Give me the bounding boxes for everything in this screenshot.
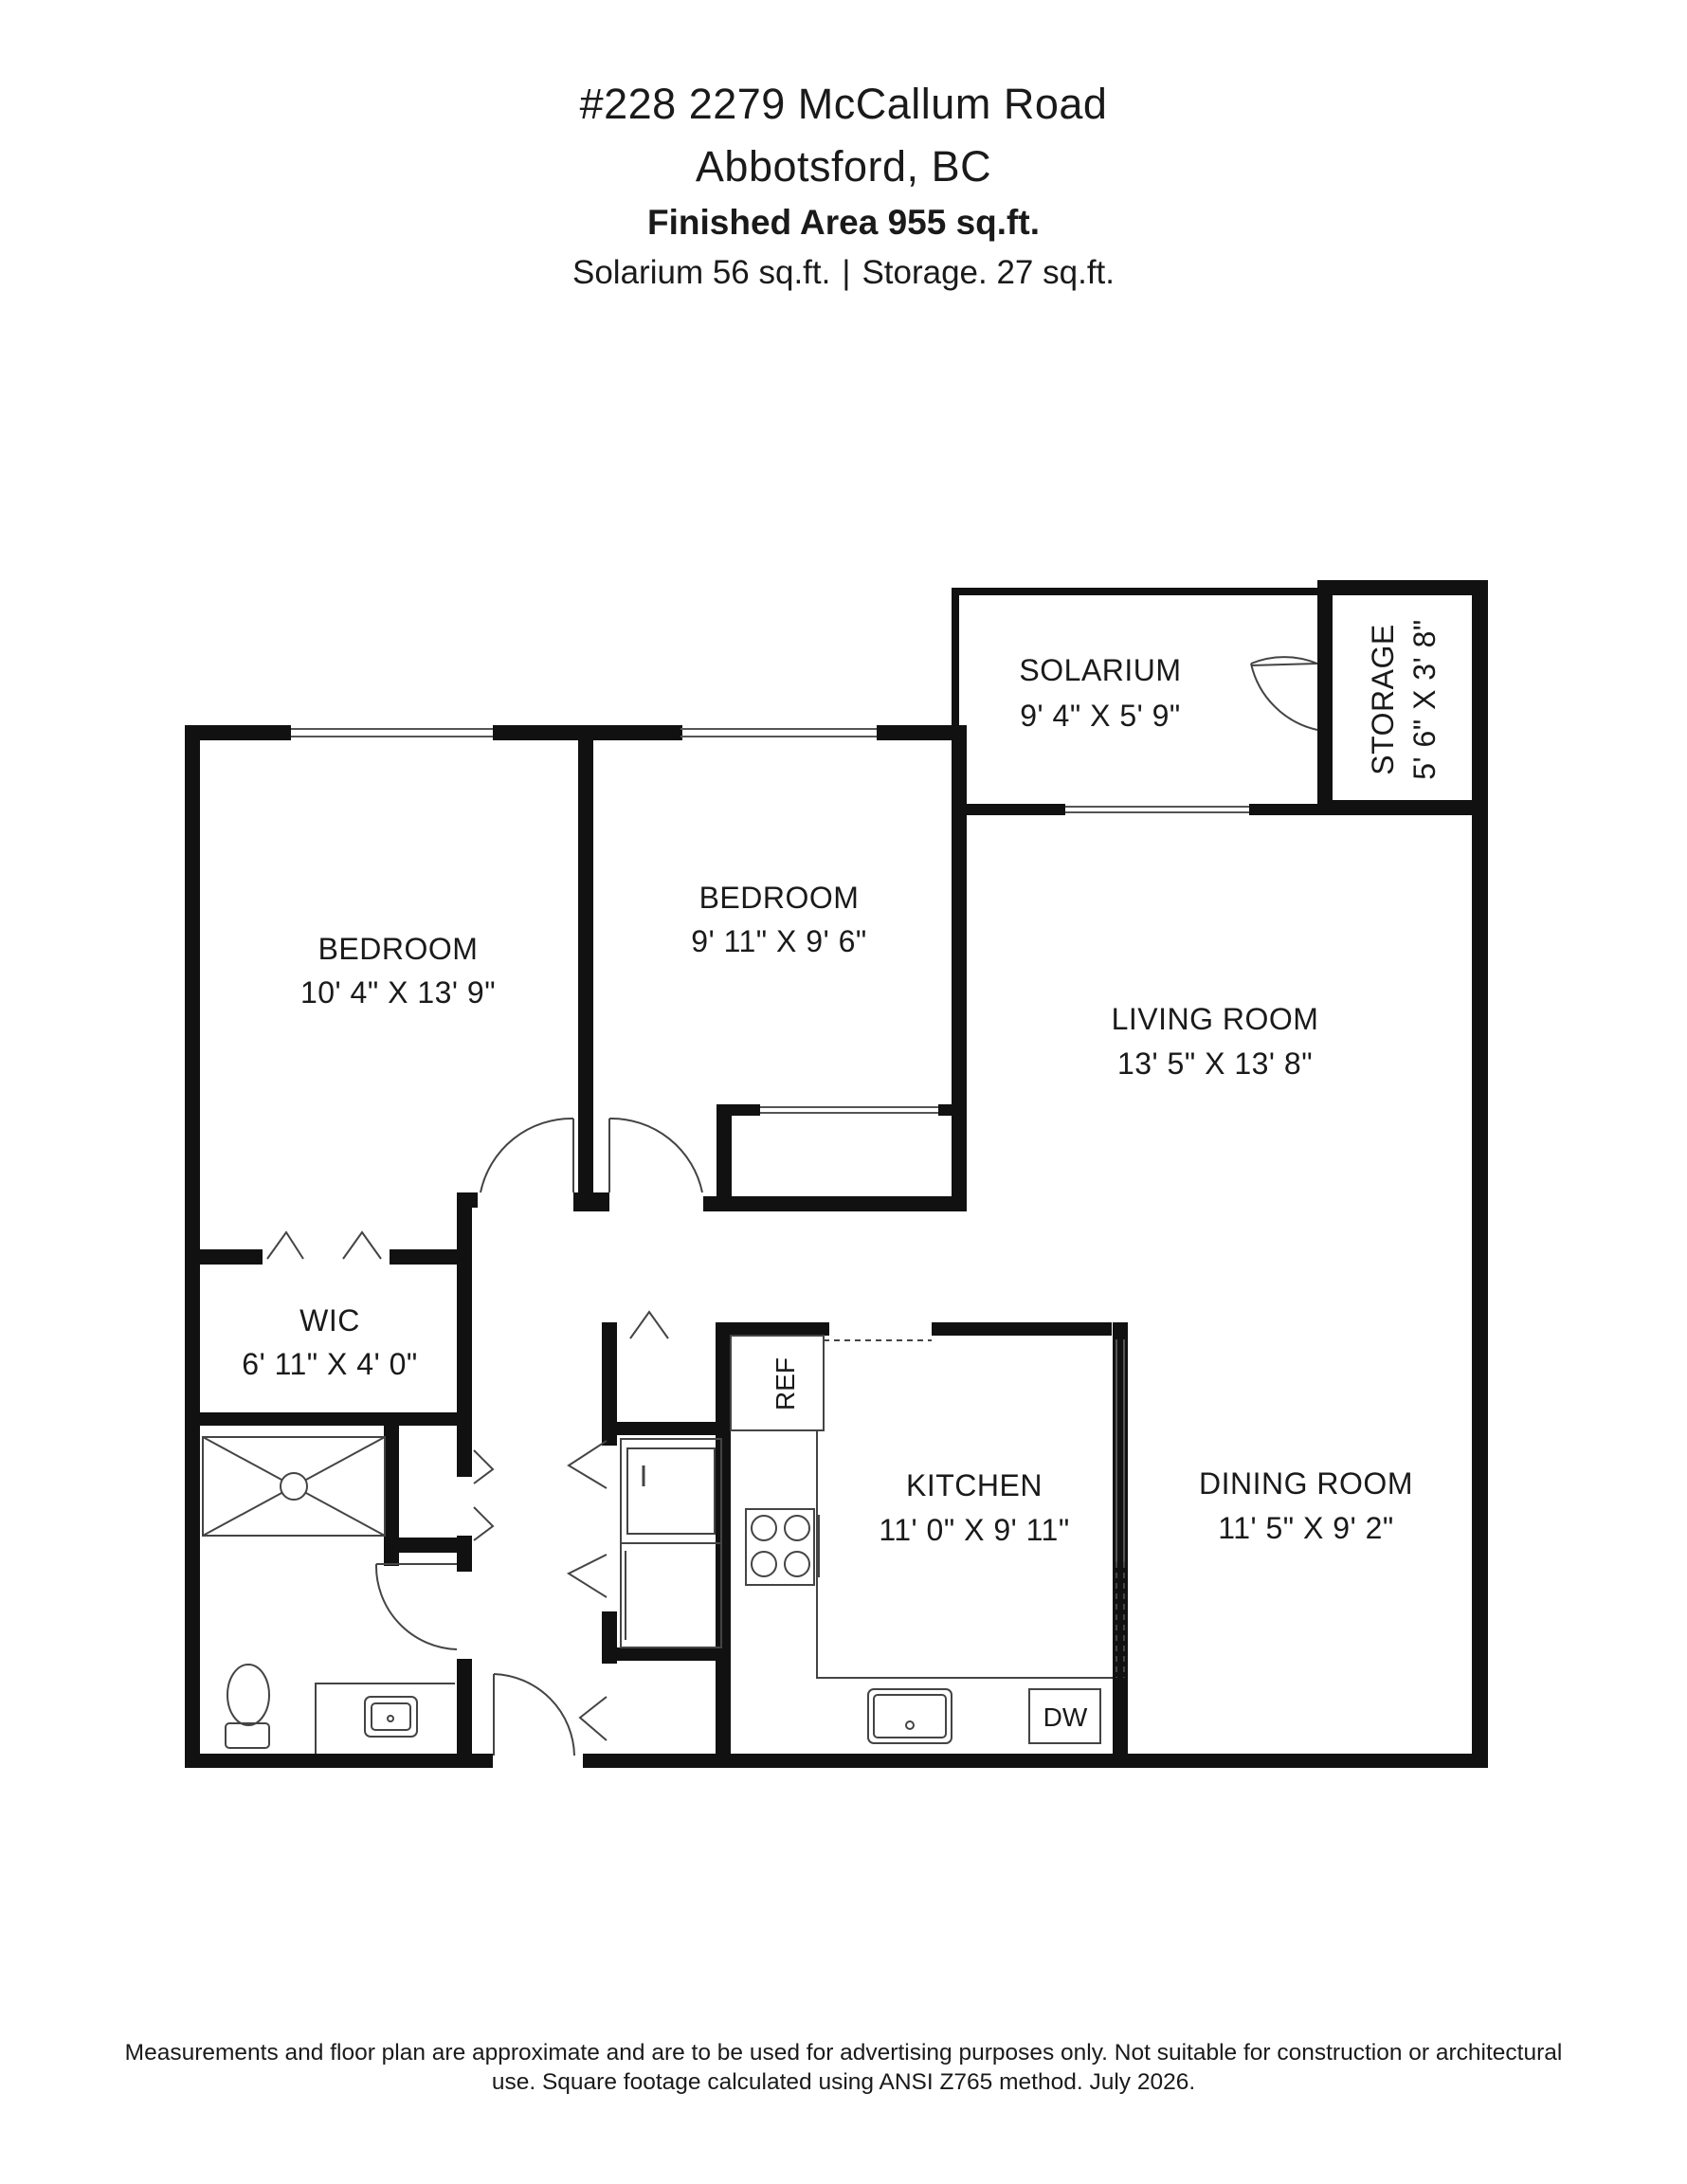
dining-room-dims: 11' 5" X 9' 2": [1218, 1511, 1393, 1545]
wall-north-bed1-a: [185, 725, 291, 740]
storage-dims: 5' 6" X 3' 8": [1407, 619, 1442, 780]
burner-4: [784, 1551, 810, 1577]
wall-west: [185, 725, 200, 1768]
wall-storage-west: [1317, 580, 1333, 812]
wall-east-lower: [1472, 813, 1488, 1768]
burner-3: [751, 1551, 777, 1577]
wall-bed2-east: [952, 725, 967, 1211]
wall-bedroom-divider: [578, 725, 593, 1211]
bathroom-sink: [364, 1696, 418, 1738]
wall-kitchen-north-a: [716, 1322, 829, 1336]
dining-room-name: DINING ROOM: [1199, 1466, 1413, 1501]
toilet: [227, 1664, 270, 1726]
wall-kitchen-east-bottom: [1113, 1562, 1128, 1768]
secondary-areas: Solarium 56 sq.ft. | Storage. 27 sq.ft.: [0, 254, 1687, 292]
bifold-doors: [266, 1230, 669, 1741]
address-line: #228 2279 McCallum Road: [579, 80, 1108, 128]
walls: [185, 580, 1488, 1768]
area-separator: |: [842, 254, 851, 291]
bedroom2-name: BEDROOM: [699, 881, 860, 915]
wall-laundry-bottom: [602, 1647, 725, 1661]
wall-bath-niche-bottom: [384, 1538, 471, 1553]
burner-2: [784, 1515, 810, 1541]
solarium-dims: 9' 4" X 5' 9": [1020, 699, 1181, 733]
living-room-name: LIVING ROOM: [1112, 1002, 1319, 1036]
wall-wic-east: [457, 1192, 472, 1477]
wall-closet-west: [717, 1104, 732, 1211]
wall-kitchen-corner: [1113, 1322, 1128, 1339]
wall-bath-east-lower: [457, 1659, 472, 1768]
disclaimer-line-2: use. Square footage calculated using ANS…: [491, 2069, 1196, 2095]
bedroom2-dims: 9' 11" X 9' 6": [691, 924, 866, 958]
wall-north-bed2-b: [877, 725, 959, 740]
wall-bath-niche: [384, 1426, 399, 1566]
bedroom1-name: BEDROOM: [318, 932, 479, 966]
kitchen-dims: 11' 0" X 9' 11": [879, 1513, 1069, 1547]
wall-laundry-west-upper: [602, 1322, 617, 1446]
dishwasher-label: DW: [1043, 1702, 1088, 1732]
wic-dims: 6' 11" X 4' 0": [242, 1347, 417, 1381]
wall-south-1: [185, 1754, 493, 1768]
room-labels: BEDROOM 10' 4" X 13' 9" BEDROOM 9' 11" X…: [242, 619, 1442, 1547]
city-line: Abbotsford, BC: [695, 142, 992, 191]
wall-storage-north: [1317, 580, 1488, 595]
wall-east-upper: [1472, 580, 1488, 825]
burner-1: [751, 1515, 777, 1541]
kitchen-sink: [867, 1688, 952, 1744]
wall-wic-south: [185, 1412, 472, 1426]
disclaimer-line-1: Measurements and floor plan are approxim…: [124, 2040, 1563, 2066]
dishwasher: [1028, 1688, 1101, 1744]
wall-north-bed2-a: [586, 725, 680, 740]
refrigerator-label: REF: [771, 1357, 800, 1410]
shower: [202, 1436, 386, 1537]
solarium-area: Solarium 56 sq.ft.: [572, 254, 831, 291]
disclaimer: Measurements and floor plan are approxim…: [47, 2038, 1640, 2097]
fixtures: [202, 1335, 1125, 1754]
wall-solarium-south-2: [1249, 804, 1488, 815]
wall-wic-north-a: [185, 1249, 263, 1265]
wall-solarium-west: [952, 588, 959, 815]
washer: [620, 1542, 722, 1648]
doors: [374, 656, 1318, 1756]
wall-solarium-north: [952, 588, 1334, 595]
wall-laundry-top: [602, 1422, 725, 1435]
stove: [745, 1508, 815, 1586]
storage-name: STORAGE: [1366, 624, 1400, 774]
wall-wic-north-b: [390, 1249, 460, 1265]
bedroom1-dims: 10' 4" X 13' 9": [300, 975, 496, 1010]
wall-closet-north-a: [717, 1104, 760, 1116]
wall-wic-east-cap: [457, 1192, 478, 1208]
wall-closet-south: [703, 1196, 967, 1211]
wall-closet-north-b: [938, 1104, 967, 1116]
finished-area: Finished Area 955 sq.ft.: [647, 203, 1040, 242]
wall-south-2: [583, 1754, 1488, 1768]
kitchen-name: KITCHEN: [906, 1468, 1043, 1502]
solarium-name: SOLARIUM: [1019, 653, 1181, 687]
wall-door-jamb: [573, 1192, 609, 1211]
living-room-dims: 13' 5" X 13' 8": [1117, 1046, 1313, 1081]
wall-solarium-south-1: [952, 804, 1065, 815]
dryer: [620, 1438, 722, 1544]
wall-kitchen-west: [716, 1322, 731, 1768]
wic-name: WIC: [299, 1303, 360, 1338]
wall-kitchen-north-b: [932, 1322, 1112, 1336]
windows: [291, 728, 1249, 1562]
storage-area: Storage. 27 sq.ft.: [862, 254, 1115, 291]
wall-bath-stub: [457, 1536, 472, 1572]
